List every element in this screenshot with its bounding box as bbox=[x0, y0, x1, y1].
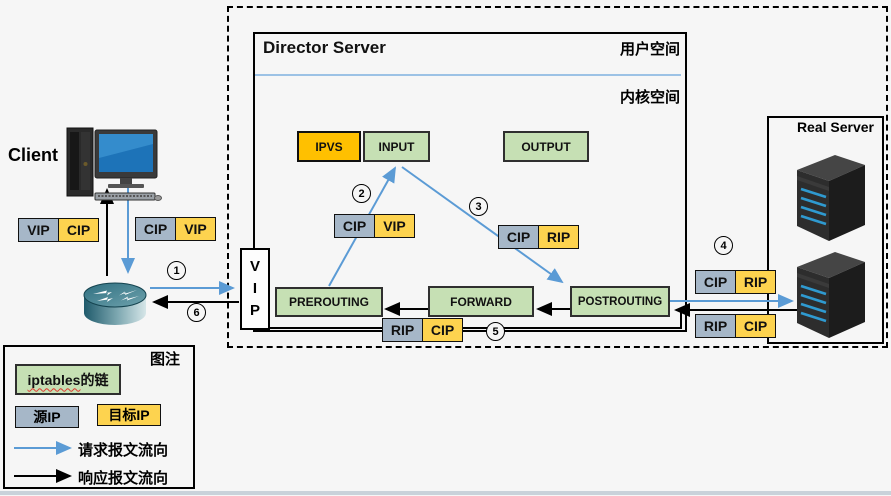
vip-interface-box: V I P bbox=[240, 248, 270, 330]
legend-chain-suffix: 的链 bbox=[80, 371, 109, 388]
packet-dst: VIP bbox=[176, 217, 216, 241]
packet-dst: CIP bbox=[423, 318, 463, 342]
packet-box-step5: RIP CIP bbox=[382, 318, 463, 342]
legend-source-ip: 源IP bbox=[15, 406, 79, 428]
postrouting-chain-box: POSTROUTING bbox=[570, 286, 670, 317]
legend-request-flow-label: 请求报文流向 bbox=[78, 442, 169, 459]
packet-dst: RIP bbox=[539, 225, 579, 249]
packet-src: CIP bbox=[695, 270, 736, 294]
real-server-icon-2 bbox=[797, 252, 865, 338]
packet-box-vip-cip: VIP CIP bbox=[18, 218, 99, 242]
packet-box-step4: CIP RIP bbox=[695, 270, 776, 294]
packet-src: CIP bbox=[334, 214, 375, 238]
packet-src: CIP bbox=[498, 225, 539, 249]
output-chain-box: OUTPUT bbox=[503, 131, 589, 162]
packet-src: RIP bbox=[382, 318, 423, 342]
router-icon bbox=[83, 282, 147, 325]
input-chain-box: INPUT bbox=[363, 131, 430, 162]
window-bottom-edge bbox=[0, 491, 891, 495]
forward-chain-box: FORWARD bbox=[428, 286, 534, 317]
packet-box-rip-cip-response: RIP CIP bbox=[695, 314, 776, 338]
vip-letter: I bbox=[252, 280, 258, 298]
step-2-badge: 2 bbox=[352, 184, 371, 203]
kernel-space-label: 内核空间 bbox=[619, 89, 680, 106]
step-3-badge: 3 bbox=[469, 197, 488, 216]
packet-src: CIP bbox=[135, 217, 176, 241]
prerouting-chain-box: PREROUTING bbox=[275, 287, 383, 317]
director-server-title: Director Server bbox=[263, 38, 386, 57]
director-server-box bbox=[253, 32, 687, 332]
user-space-label: 用户空间 bbox=[619, 41, 680, 58]
packet-src: VIP bbox=[18, 218, 59, 242]
ipvs-box: IPVS bbox=[297, 131, 361, 162]
packet-dst: VIP bbox=[375, 214, 415, 238]
step-1-badge: 1 bbox=[167, 261, 186, 280]
legend-title: 图注 bbox=[149, 351, 180, 368]
vip-letter: P bbox=[249, 301, 260, 319]
packet-box-step2: CIP VIP bbox=[334, 214, 415, 238]
packet-dst: CIP bbox=[59, 218, 99, 242]
real-server-title: Real Server bbox=[796, 119, 874, 135]
legend-box bbox=[3, 345, 195, 489]
step-6-badge: 6 bbox=[187, 303, 206, 322]
packet-box-cip-vip-client: CIP VIP bbox=[135, 217, 216, 241]
packet-src: RIP bbox=[695, 314, 736, 338]
real-server-box bbox=[767, 116, 884, 344]
client-computer-icon bbox=[66, 127, 162, 201]
userspace-kernel-divider bbox=[255, 74, 681, 76]
real-server-icon-1 bbox=[797, 155, 865, 241]
packet-dst: RIP bbox=[736, 270, 776, 294]
legend-response-flow-label: 响应报文流向 bbox=[78, 470, 169, 487]
legend-dest-ip: 目标IP bbox=[97, 404, 161, 426]
packet-dst: CIP bbox=[736, 314, 776, 338]
legend-iptables-word: iptables bbox=[27, 371, 81, 388]
vip-letter: V bbox=[249, 258, 260, 276]
kernel-outer-dashed-boundary bbox=[227, 6, 888, 348]
client-label: Client bbox=[8, 145, 59, 165]
packet-box-step3: CIP RIP bbox=[498, 225, 579, 249]
step-5-badge: 5 bbox=[486, 322, 505, 341]
step-4-badge: 4 bbox=[714, 236, 733, 255]
